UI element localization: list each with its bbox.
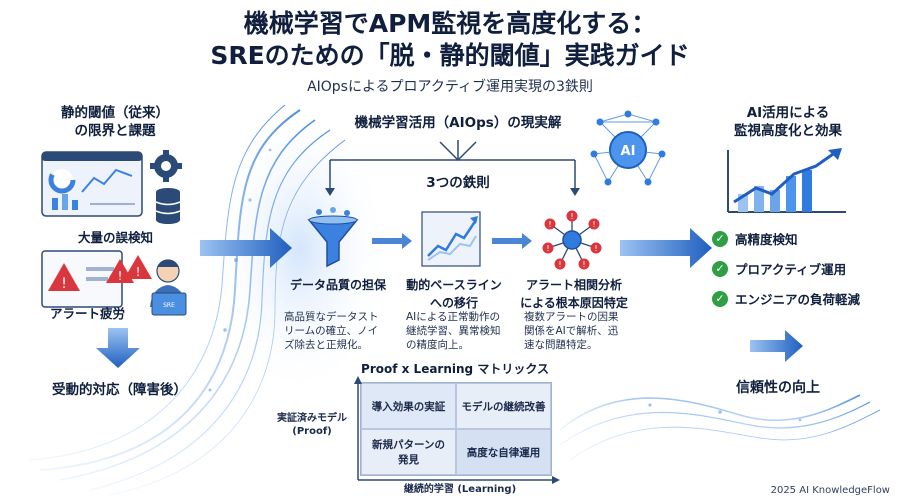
matrix-y-label: 実証済みモデル(Proof) bbox=[277, 413, 347, 437]
center-heading: 機械学習活用（AIOps）の現実解 bbox=[354, 115, 562, 131]
check-icon: ✓ bbox=[712, 260, 728, 277]
alert-screens-icon: ! ! ! SRE bbox=[41, 250, 187, 316]
benefit-item-2: ✓プロアクティブ運用 bbox=[712, 259, 846, 278]
arrow-to-center bbox=[200, 228, 292, 268]
step2-body: AIによる正常動作の継続学習、異常検知の精度向上。 bbox=[406, 311, 501, 351]
footer-credit: 2025 AI KnowledgeFlow bbox=[770, 485, 890, 496]
reactive-label: 受動的対応（障害後） bbox=[52, 382, 187, 398]
proof-learning-matrix: 導入効果の実証 モデルの継続改善 新規パターンの 発見 高度な自律運用 bbox=[360, 382, 552, 476]
svg-text:!: ! bbox=[136, 265, 141, 279]
check-icon: ✓ bbox=[712, 290, 728, 307]
matrix-cell: 導入効果の実証 bbox=[361, 383, 456, 429]
svg-text:SRE: SRE bbox=[163, 302, 175, 309]
arrow-down-reactive bbox=[96, 328, 140, 368]
arrow-to-right bbox=[620, 228, 712, 268]
rules-label: 3つの鉄則 bbox=[426, 175, 490, 191]
benefit-item-1: ✓高精度検知 bbox=[712, 229, 798, 248]
svg-text:!: ! bbox=[558, 260, 561, 269]
growth-chart-icon bbox=[727, 148, 846, 213]
svg-text:!: ! bbox=[594, 244, 597, 253]
benefit-item-3: ✓エンジニアの負荷軽減 bbox=[712, 289, 860, 308]
svg-text:!: ! bbox=[546, 244, 549, 253]
matrix-cell: モデルの継続改善 bbox=[456, 383, 551, 429]
step3-title: アラート相関分析による根本原因特定 bbox=[520, 278, 628, 310]
funnel-icon bbox=[307, 207, 359, 268]
matrix-cell: 新規パターンの 発見 bbox=[361, 429, 456, 475]
matrix-cell: 高度な自律運用 bbox=[456, 429, 551, 475]
page-subtitle: AIOpsによるプロアクティブ運用実現の3鉄則 bbox=[307, 79, 593, 95]
false-positive-label: 大量の誤検知 bbox=[78, 230, 154, 245]
step2-title: 動的ベースラインへの移行 bbox=[406, 278, 502, 310]
left-heading: 静的閾値（従来） の限界と課題 bbox=[61, 105, 169, 139]
correlation-network-icon: !!!! !!! bbox=[542, 210, 602, 270]
reliability-label: 信頼性の向上 bbox=[736, 380, 820, 396]
page-title-line2: SREのための「脱・静的閾値」実践ガイド bbox=[210, 41, 690, 70]
check-icon: ✓ bbox=[712, 230, 728, 247]
svg-text:!: ! bbox=[582, 260, 585, 269]
matrix-axes bbox=[354, 376, 560, 484]
svg-text:!: ! bbox=[61, 276, 67, 292]
baseline-chart-icon bbox=[421, 211, 481, 267]
step3-body: 複数アラートの因果関係をAIで解析、迅速な問題特定。 bbox=[524, 311, 619, 351]
dashboard-icon bbox=[41, 150, 182, 224]
right-heading: AI活用による監視高度化と効果 bbox=[734, 105, 842, 139]
svg-text:AI: AI bbox=[621, 144, 636, 159]
ai-network-icon: AI bbox=[590, 110, 666, 186]
alert-fatigue-label: アラート疲労 bbox=[50, 306, 126, 321]
matrix-x-label: 継続的学習 (Learning) bbox=[403, 484, 517, 495]
step1-title: データ品質の担保 bbox=[289, 278, 386, 292]
matrix-title: Proof x Learning マトリックス bbox=[361, 362, 549, 376]
svg-text:!: ! bbox=[548, 220, 551, 229]
svg-text:!: ! bbox=[592, 220, 595, 229]
svg-text:!: ! bbox=[118, 269, 123, 283]
arrow-to-reliability bbox=[750, 330, 803, 362]
svg-text:!: ! bbox=[570, 212, 573, 221]
page-title: 機械学習でAPM監視を高度化する： bbox=[243, 9, 657, 38]
step1-body: 高品質なデータストリームの確立、ノイズ除去と正規化。 bbox=[284, 311, 379, 351]
